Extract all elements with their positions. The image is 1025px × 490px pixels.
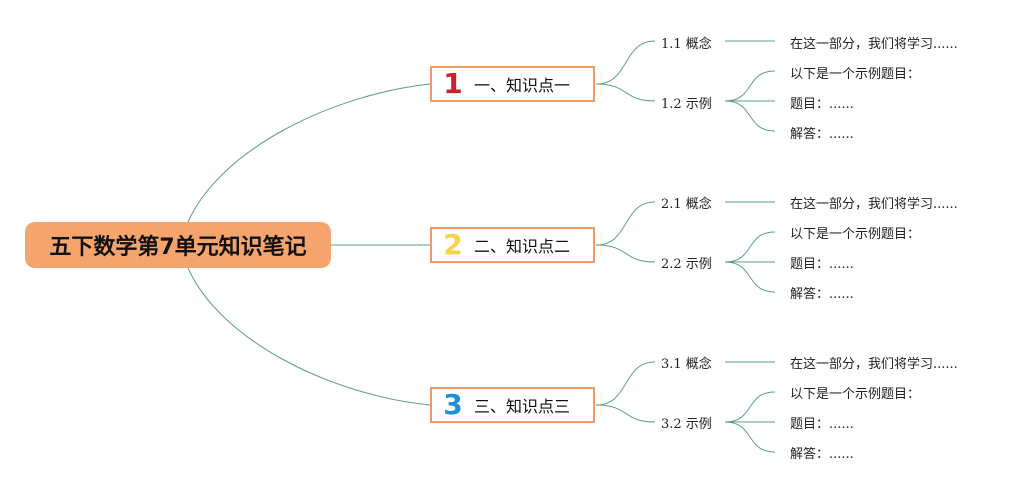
topic-node-1[interactable]: 1 一、知识点一 bbox=[430, 66, 595, 102]
connector-topic-2-sub-1 bbox=[595, 201, 656, 246]
connector-topic-3-sub-2 bbox=[595, 404, 656, 423]
subtopic-1-1[interactable]: 1.1 概念 bbox=[661, 37, 712, 52]
leaf-3-1-1[interactable]: 在这一部分，我们将学习...... bbox=[790, 357, 958, 372]
connector-sub-3-2-leaf-3 bbox=[724, 421, 776, 453]
root-node[interactable]: 五下数学第7单元知识笔记 bbox=[25, 222, 331, 268]
connector-sub-2-2-leaf-1 bbox=[724, 231, 776, 263]
connector-sub-3-2-leaf-1 bbox=[724, 391, 776, 423]
connector-sub-1-2-leaf-1 bbox=[724, 70, 776, 102]
connector-root-topic-1 bbox=[187, 83, 431, 223]
leaf-2-1-1[interactable]: 在这一部分，我们将学习...... bbox=[790, 197, 958, 212]
connector-sub-2-2-leaf-3 bbox=[724, 261, 776, 293]
subtopic-2-2[interactable]: 2.2 示例 bbox=[661, 257, 712, 272]
leaf-3-2-1[interactable]: 以下是一个示例题目： bbox=[790, 387, 921, 402]
connector-topic-1-sub-1 bbox=[595, 40, 656, 85]
leaf-2-2-3[interactable]: 解答：...... bbox=[790, 287, 854, 302]
leaf-3-2-3[interactable]: 解答：...... bbox=[790, 447, 854, 462]
leaf-1-2-3[interactable]: 解答：...... bbox=[790, 127, 854, 142]
number-1-icon: 1 bbox=[443, 67, 463, 100]
leaf-3-2-2[interactable]: 题目：...... bbox=[790, 417, 854, 432]
topic-label-3: 三、知识点三 bbox=[474, 397, 571, 416]
leaf-2-2-1[interactable]: 以下是一个示例题目： bbox=[790, 227, 921, 242]
topic-label-2: 二、知识点二 bbox=[474, 237, 571, 256]
topic-node-3[interactable]: 3 三、知识点三 bbox=[430, 387, 595, 423]
connector-topic-1-sub-2 bbox=[595, 83, 656, 102]
subtopic-1-2[interactable]: 1.2 示例 bbox=[661, 97, 712, 112]
number-2-icon: 2 bbox=[443, 228, 463, 261]
connector-sub-1-2-leaf-3 bbox=[724, 100, 776, 132]
connector-topic-2-sub-2 bbox=[595, 244, 656, 263]
leaf-1-2-2[interactable]: 题目：...... bbox=[790, 97, 854, 112]
topic-node-2[interactable]: 2 二、知识点二 bbox=[430, 227, 595, 263]
leaf-2-2-2[interactable]: 题目：...... bbox=[790, 257, 854, 272]
subtopic-3-2[interactable]: 3.2 示例 bbox=[661, 417, 712, 432]
root-title: 五下数学第7单元知识笔记 bbox=[49, 235, 307, 260]
leaf-1-1-1[interactable]: 在这一部分，我们将学习...... bbox=[790, 37, 958, 52]
connector-topic-3-sub-1 bbox=[595, 361, 656, 406]
subtopic-3-1[interactable]: 3.1 概念 bbox=[661, 357, 712, 372]
topic-label-1: 一、知识点一 bbox=[474, 76, 571, 95]
leaf-1-2-1[interactable]: 以下是一个示例题目： bbox=[790, 67, 921, 82]
subtopic-2-1[interactable]: 2.1 概念 bbox=[661, 197, 712, 212]
connector-root-topic-3 bbox=[187, 267, 431, 406]
number-3-icon: 3 bbox=[443, 388, 463, 421]
